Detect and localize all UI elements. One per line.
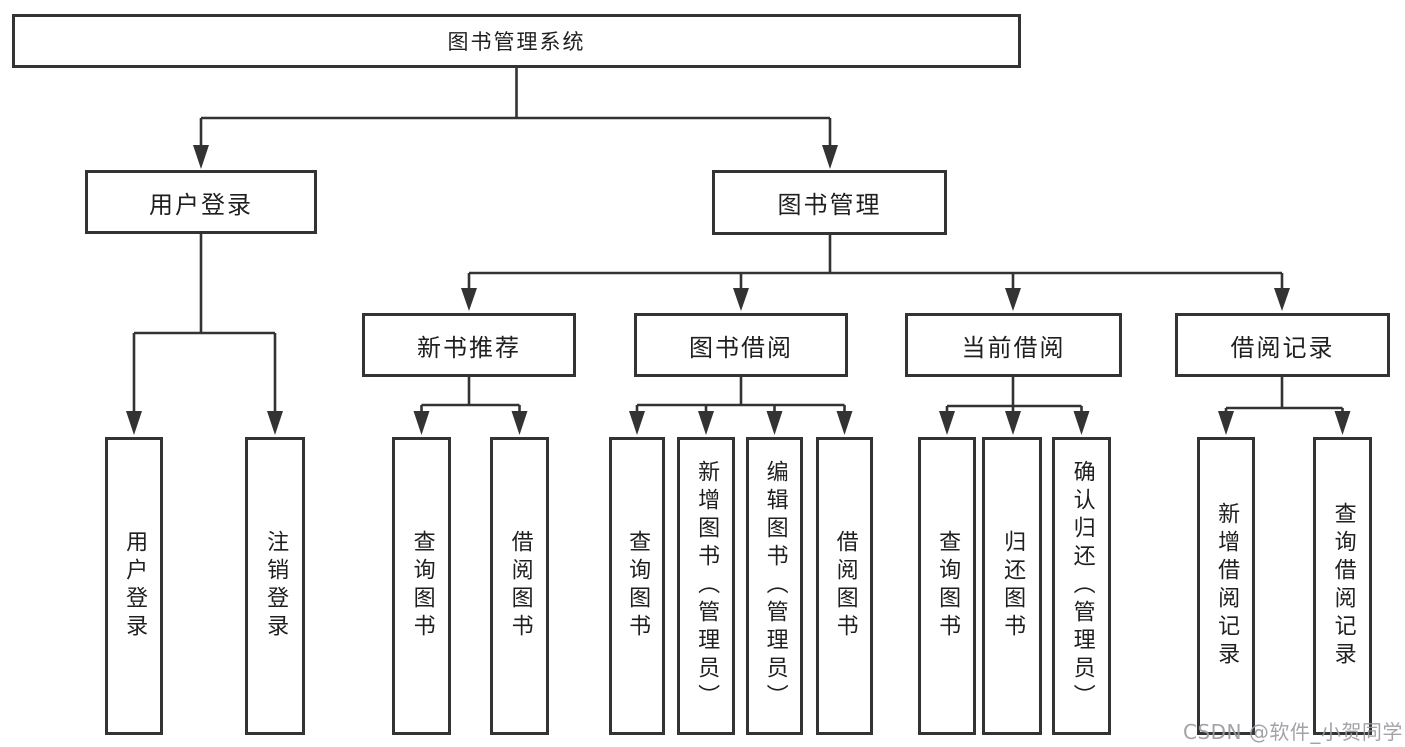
node-current-borrow: 当前借阅 [905, 313, 1122, 377]
arrow-down-icon [836, 411, 853, 435]
node-leaf-logout: 注销登录 [245, 437, 305, 735]
node-leaf-cb-return-book: 归还图书 [982, 437, 1042, 735]
arrow-down-icon [1073, 411, 1090, 435]
arrow-down-icon [822, 145, 838, 169]
arrow-down-icon [413, 411, 430, 435]
arrow-down-icon [939, 411, 955, 435]
connector-bookmgmt-to-level3 [461, 233, 1290, 311]
node-book-management-label: 图书管理 [777, 191, 882, 219]
node-leaf-bb-borrow-book: 借阅图书 [816, 437, 873, 735]
arrow-down-icon [461, 288, 477, 311]
node-leaf-bb-add-book-admin: 新增图书（管理员） [677, 437, 735, 735]
node-book-borrow: 图书借阅 [634, 313, 848, 377]
node-leaf-bb-edit-book-admin: 编辑图书（管理员） [746, 437, 803, 735]
node-new-book-recommend: 新书推荐 [362, 313, 576, 377]
node-leaf-rec-borrow-book-label: 借阅图书 [507, 530, 533, 642]
node-leaf-add-borrow-record-label: 新增借阅记录 [1214, 502, 1240, 670]
node-user-login: 用户登录 [85, 170, 317, 234]
arrow-down-icon [629, 411, 645, 435]
arrow-down-icon [193, 145, 209, 169]
node-leaf-bb-query-book: 查询图书 [609, 437, 665, 735]
node-library-management-system-label: 图书管理系统 [447, 30, 586, 54]
connector-borrowrecords-children [1218, 376, 1351, 435]
connector-currentborrow-children [939, 376, 1090, 435]
connector-bookborrow-children [629, 376, 853, 435]
arrow-down-icon [1005, 411, 1021, 435]
node-current-borrow-label: 当前借阅 [961, 333, 1066, 362]
node-leaf-cb-return-book-label: 归还图书 [1000, 530, 1026, 642]
arrow-down-icon [733, 288, 749, 311]
arrow-down-icon [511, 411, 528, 435]
arrow-down-icon [1218, 411, 1234, 435]
node-leaf-rec-query-book: 查询图书 [392, 437, 451, 735]
node-library-management-system: 图书管理系统 [12, 14, 1021, 68]
node-leaf-add-borrow-record: 新增借阅记录 [1197, 437, 1255, 735]
node-leaf-user-login: 用户登录 [105, 437, 163, 735]
node-leaf-cb-confirm-return-admin-label: 确认归还（管理员） [1069, 460, 1095, 712]
node-leaf-logout-label: 注销登录 [263, 530, 289, 642]
arrow-down-icon [1334, 411, 1351, 435]
node-leaf-query-borrow-record-label: 查询借阅记录 [1330, 502, 1356, 670]
node-leaf-cb-confirm-return-admin: 确认归还（管理员） [1052, 437, 1111, 735]
node-borrow-records: 借阅记录 [1175, 313, 1390, 377]
arrow-down-icon [126, 411, 142, 435]
node-leaf-bb-borrow-book-label: 借阅图书 [832, 530, 858, 642]
node-leaf-query-borrow-record: 查询借阅记录 [1313, 437, 1372, 735]
arrow-down-icon [267, 411, 283, 435]
connector-root-to-level2 [193, 66, 838, 169]
node-borrow-records-label: 借阅记录 [1230, 333, 1335, 362]
node-leaf-user-login-label: 用户登录 [122, 530, 148, 642]
node-leaf-bb-edit-book-admin-label: 编辑图书（管理员） [762, 460, 788, 712]
arrow-down-icon [1274, 288, 1290, 311]
node-new-book-recommend-label: 新书推荐 [417, 333, 521, 362]
connector-newbookrec-children [413, 376, 528, 435]
watermark: CSDN @软件_小贺同学 [1183, 720, 1403, 744]
node-book-management: 图书管理 [712, 170, 947, 235]
connector-userlogin-children [126, 233, 283, 435]
node-leaf-rec-borrow-book: 借阅图书 [490, 437, 549, 735]
node-leaf-bb-add-book-admin-label: 新增图书（管理员） [694, 460, 720, 712]
node-leaf-rec-query-book-label: 查询图书 [409, 530, 435, 642]
arrow-down-icon [698, 411, 714, 435]
node-leaf-bb-query-book-label: 查询图书 [625, 530, 651, 642]
node-book-borrow-label: 图书借阅 [689, 333, 793, 362]
arrow-down-icon [766, 411, 783, 435]
node-leaf-cb-query-book-label: 查询图书 [935, 530, 961, 642]
arrow-down-icon [1005, 288, 1021, 311]
node-user-login-label: 用户登录 [149, 190, 253, 219]
node-leaf-cb-query-book: 查询图书 [918, 437, 976, 735]
